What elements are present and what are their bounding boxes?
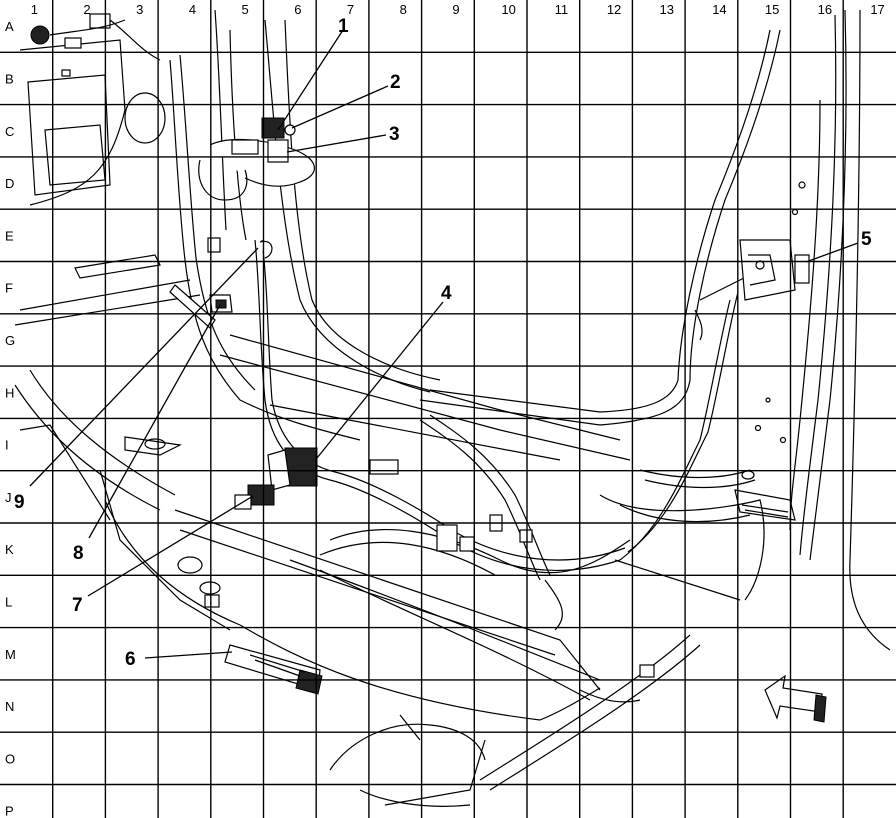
grid-row-label: G	[5, 333, 15, 348]
grid-row-label: E	[5, 228, 14, 243]
grid-row-label: H	[5, 385, 14, 400]
grid-column-label: 11	[555, 2, 569, 17]
grid-row-label: O	[5, 751, 15, 766]
grid-column-label: 3	[136, 2, 143, 17]
callout-3-leader	[286, 134, 387, 153]
grid-row-label: M	[5, 647, 16, 662]
grid-column-label: 9	[452, 2, 459, 17]
grid-column-label: 5	[242, 2, 249, 17]
callout-2-leader	[291, 85, 389, 129]
callout-4-label: 4	[441, 283, 452, 304]
callout-6-leader	[144, 651, 233, 659]
callout-9-label: 9	[14, 492, 25, 513]
callout-8-leader	[88, 304, 221, 539]
callout-4-leader	[316, 301, 444, 459]
callout-1-leader	[277, 29, 344, 131]
callout-2-label: 2	[390, 72, 401, 93]
grid-row-label: B	[5, 71, 14, 86]
grid-column-label: 1	[31, 2, 38, 17]
grid-column-label: 12	[607, 2, 621, 17]
callout-7-label: 7	[72, 595, 83, 616]
grid-row-label: A	[5, 19, 14, 34]
grid-column-label: 13	[660, 2, 674, 17]
callout-5-label: 5	[861, 229, 872, 250]
grid-row-label: L	[5, 594, 12, 609]
callout-1-label: 1	[338, 16, 349, 37]
grid-column-label: 8	[400, 2, 407, 17]
grid-column-label: 4	[189, 2, 196, 17]
grid-column-label: 6	[294, 2, 301, 17]
grid-column-label: 2	[83, 2, 90, 17]
grid-column-label: 17	[870, 2, 884, 17]
grid-row-label: I	[5, 438, 9, 453]
callout-6-label: 6	[125, 649, 136, 670]
grid-row-label: N	[5, 699, 14, 714]
callout-3-label: 3	[389, 124, 400, 145]
grid-row-label: J	[5, 490, 12, 505]
callout-8-label: 8	[73, 543, 84, 564]
callout-9-leader	[29, 247, 259, 487]
grid-row-label: K	[5, 542, 14, 557]
callout-5-leader	[805, 242, 859, 263]
grid-row-label: D	[5, 176, 14, 191]
callout-7-leader	[87, 495, 254, 597]
grid-row-label: F	[5, 281, 13, 296]
grid-row-label: P	[5, 804, 14, 818]
grid-column-label: 14	[712, 2, 726, 17]
grid-column-label: 16	[818, 2, 832, 17]
grid-column-label: 10	[501, 2, 515, 17]
vehicle-floor-illustration	[14, 9, 891, 807]
grid-column-label: 7	[347, 2, 354, 17]
callouts: 1 2 3 4 5 6 7 8 9	[14, 16, 872, 670]
grid-row-label: C	[5, 124, 14, 139]
grid-column-label: 15	[765, 2, 779, 17]
